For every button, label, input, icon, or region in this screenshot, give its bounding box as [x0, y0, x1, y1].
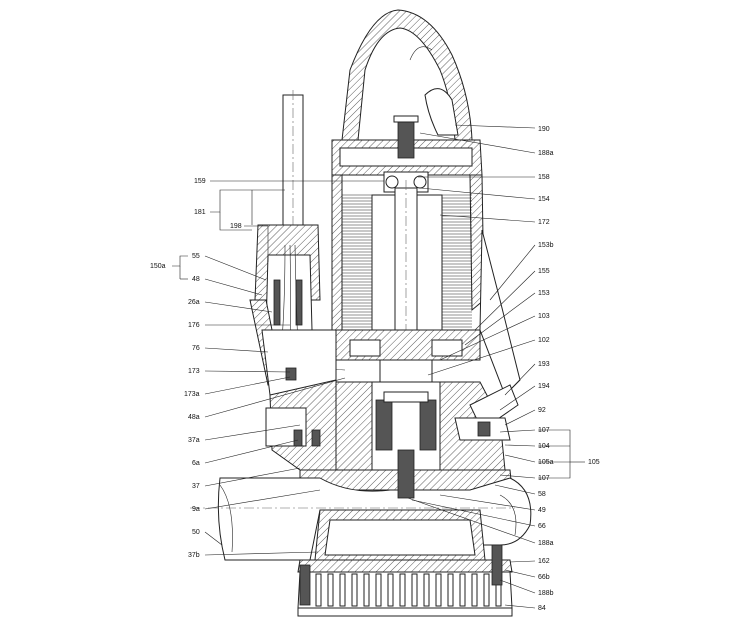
label-173: 173 — [188, 368, 200, 375]
label-150a: 150a — [150, 263, 166, 270]
base-rib — [351, 573, 358, 607]
label-198: 198 — [230, 223, 242, 230]
label-6a: 6a — [192, 460, 200, 467]
label-188b: 188b — [538, 590, 554, 597]
cable-entry — [254, 90, 346, 373]
impeller-bolt — [397, 449, 415, 499]
base-rib — [483, 573, 490, 607]
label-155: 155 — [538, 268, 550, 275]
base-rib — [375, 573, 382, 607]
label-26a: 26a — [188, 299, 200, 306]
label-37a: 37a — [188, 437, 200, 444]
label-66: 66 — [538, 523, 546, 530]
base-rib — [471, 573, 478, 607]
label-76: 76 — [192, 345, 200, 352]
lower-motor-section — [335, 329, 481, 383]
pump-housing — [190, 449, 532, 561]
label-194: 194 — [538, 383, 550, 390]
base-rib — [327, 573, 334, 607]
base-rib — [423, 573, 430, 607]
label-107-bottom: 107 — [538, 475, 550, 482]
base-rib — [363, 573, 370, 607]
label-84: 84 — [538, 605, 546, 612]
label-105a: 105a — [538, 459, 554, 466]
base-rib — [315, 573, 322, 607]
label-58: 58 — [538, 491, 546, 498]
base-rib — [411, 573, 418, 607]
base-rib — [435, 573, 442, 607]
label-190: 190 — [538, 126, 550, 133]
motor-housing — [331, 174, 521, 396]
label-48a: 48a — [188, 414, 200, 421]
moisture-sensor — [454, 384, 519, 441]
label-55: 55 — [192, 253, 200, 260]
base-rib — [459, 573, 466, 607]
label-176: 176 — [188, 322, 200, 329]
label-48: 48 — [192, 276, 200, 283]
label-188a-bottom: 188a — [538, 540, 554, 547]
label-66b: 66b — [538, 574, 550, 581]
impeller — [314, 509, 486, 561]
label-103: 103 — [538, 313, 550, 320]
base-rib — [447, 573, 454, 607]
base-rib — [387, 573, 394, 607]
stator-windings-left — [342, 194, 372, 328]
label-105: 105 — [588, 459, 600, 466]
label-154: 154 — [538, 196, 550, 203]
base-stand — [297, 544, 513, 617]
label-153: 153 — [538, 290, 550, 297]
label-92: 92 — [538, 407, 546, 414]
leader-lines — [172, 124, 585, 609]
label-50: 50 — [192, 529, 200, 536]
label-181: 181 — [194, 209, 206, 216]
label-158: 158 — [538, 174, 550, 181]
label-37: 37 — [192, 483, 200, 490]
label-153b: 153b — [538, 242, 554, 249]
label-9a: 9a — [192, 506, 200, 513]
base-rib — [339, 573, 346, 607]
label-107-top: 107 — [538, 427, 550, 434]
label-172: 172 — [538, 219, 550, 226]
stator-windings-right — [442, 194, 472, 328]
label-104: 104 — [538, 443, 550, 450]
label-49: 49 — [538, 507, 546, 514]
base-rib — [399, 573, 406, 607]
label-102: 102 — [538, 337, 550, 344]
label-159: 159 — [194, 178, 206, 185]
motor-top-cover — [331, 115, 483, 176]
label-37b: 37b — [188, 552, 200, 559]
label-173a: 173a — [184, 391, 200, 398]
label-162: 162 — [538, 558, 550, 565]
label-188a-top: 188a — [538, 150, 554, 157]
label-193: 193 — [538, 361, 550, 368]
